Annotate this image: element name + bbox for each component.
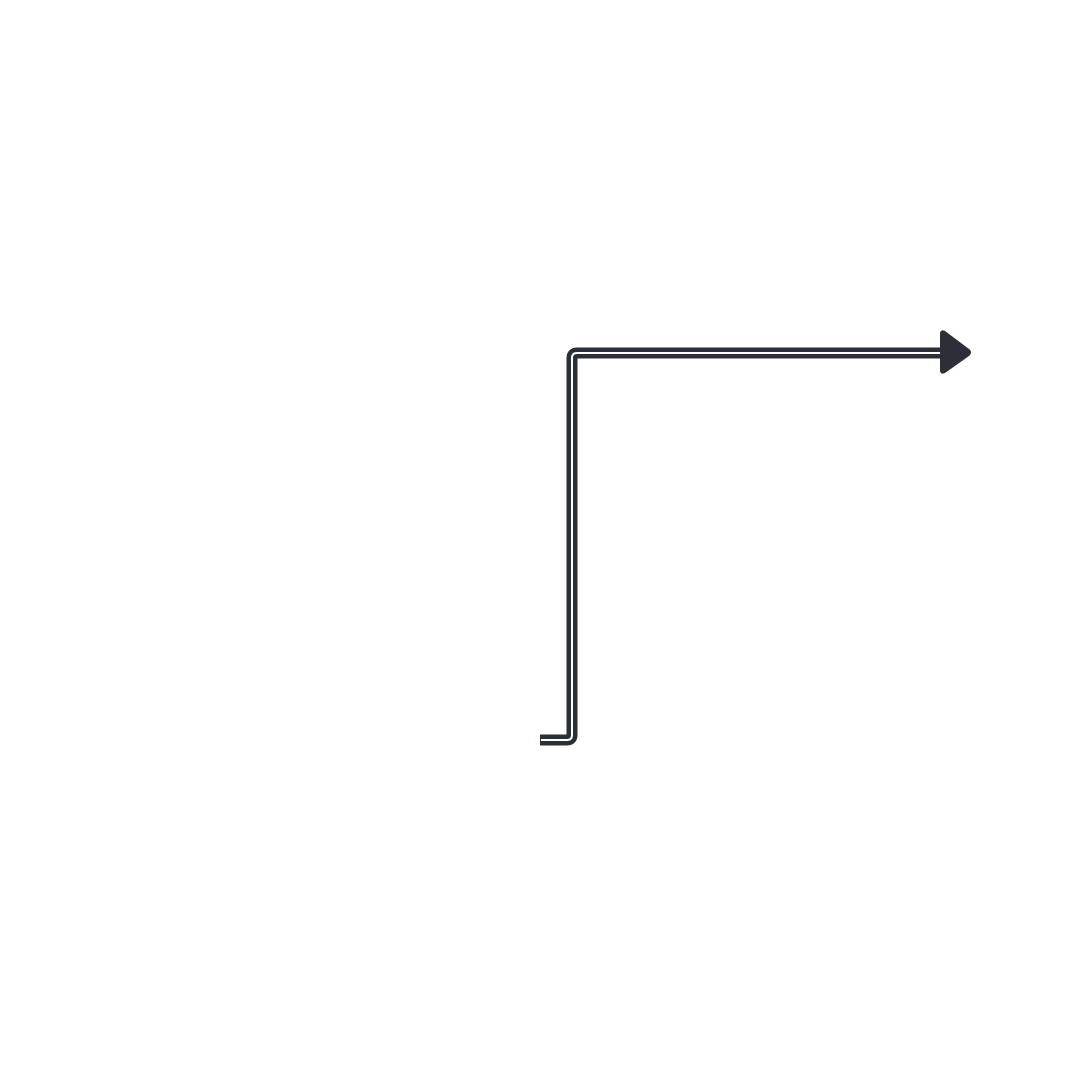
arrowhead-icon: [940, 330, 971, 374]
connector-line-inner: [541, 352, 942, 741]
connector-line: [540, 347, 942, 746]
elbow-arrow-connector[interactable]: [540, 330, 971, 746]
